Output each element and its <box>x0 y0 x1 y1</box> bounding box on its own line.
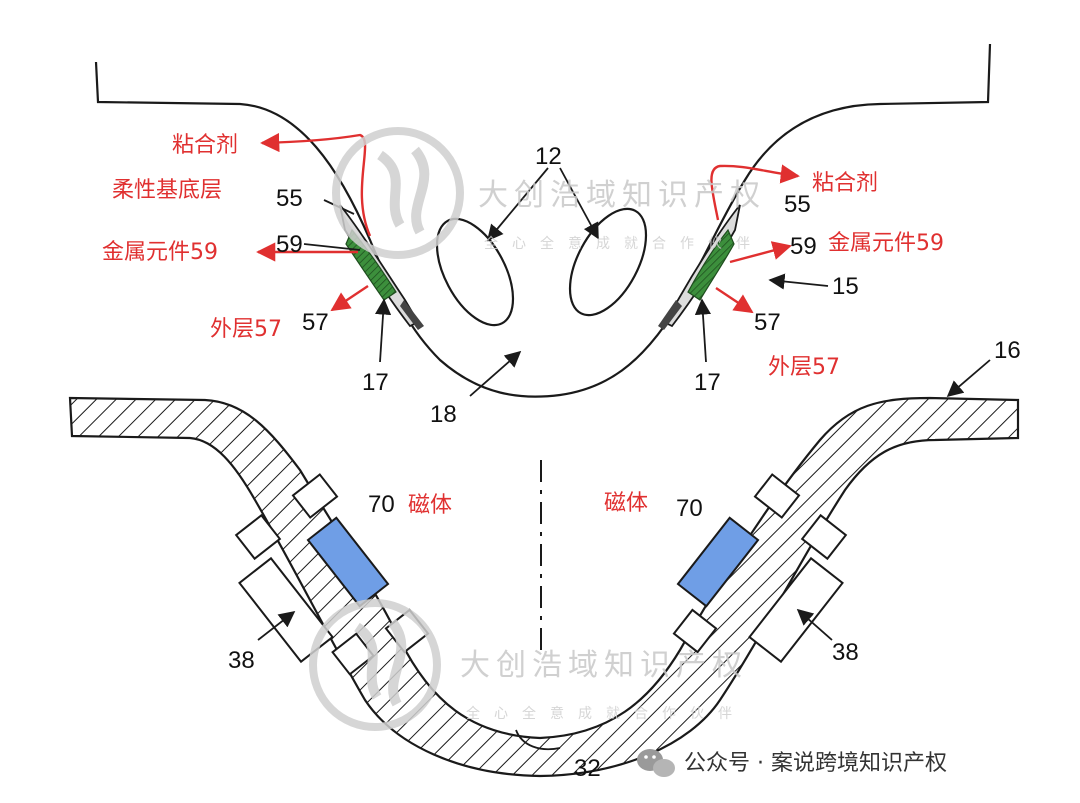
watermark-sub-bottom: 全心全意成就合作伙伴 <box>466 705 746 722</box>
annotation-metal-right: 金属元件59 <box>828 231 944 256</box>
label-55-left: 55 <box>276 185 303 212</box>
label-70-left: 70 <box>368 491 395 518</box>
label-57-left: 57 <box>302 309 329 336</box>
label-59-left: 59 <box>276 231 303 258</box>
annotation-adhesive-left: 粘合剂 <box>172 133 238 158</box>
annotation-outer-right: 外层57 <box>768 355 840 380</box>
chinese-annotations: 粘合剂 柔性基底层 金属元件59 外层57 粘合剂 金属元件59 外层57 磁体… <box>102 133 944 518</box>
red-callouts <box>256 132 800 314</box>
label-17-left: 17 <box>362 369 389 396</box>
label-16: 16 <box>994 337 1021 364</box>
watermark-main-bottom: 大创浩域知识产权 <box>460 648 748 683</box>
label-32: 32 <box>574 755 601 782</box>
footer-text: 公众号 · 案说跨境知识产权 <box>684 751 947 776</box>
annotation-metal-left: 金属元件59 <box>102 240 218 265</box>
watermark-bottom: 大创浩域知识产权 全心全意成就合作伙伴 <box>309 599 748 731</box>
label-57-right: 57 <box>754 309 781 336</box>
magnet-right <box>676 516 760 608</box>
right-layer-stack <box>658 204 741 330</box>
wechat-icon <box>637 749 675 777</box>
watermark-top: 大创浩域知识产权 全心全意成就合作伙伴 <box>332 127 766 259</box>
annotation-magnet-right: 磁体 <box>604 491 648 516</box>
label-70-right: 70 <box>676 495 703 522</box>
label-17-right: 17 <box>694 369 721 396</box>
watermark-sub-top: 全心全意成就合作伙伴 <box>484 235 764 252</box>
label-38-right: 38 <box>832 639 859 666</box>
annotation-flexible-substrate: 柔性基底层 <box>112 178 222 203</box>
label-59-right: 59 <box>790 233 817 260</box>
ear-right <box>568 207 648 317</box>
leader-lines <box>257 167 991 751</box>
label-15: 15 <box>832 273 859 300</box>
label-38-left: 38 <box>228 647 255 674</box>
label-55-right: 55 <box>784 191 811 218</box>
annotation-magnet-left: 磁体 <box>408 493 452 518</box>
ear-left <box>435 217 515 327</box>
right-clamp <box>672 473 848 664</box>
watermark-main-top: 大创浩域知识产权 <box>478 178 766 213</box>
annotation-outer-left: 外层57 <box>210 317 282 342</box>
upper-housing <box>94 43 992 398</box>
annotation-adhesive-right: 粘合剂 <box>812 171 878 196</box>
label-18: 18 <box>430 401 457 428</box>
magnet-left <box>306 516 390 608</box>
label-12: 12 <box>535 143 562 170</box>
left-layer-stack <box>339 204 424 330</box>
footer: 公众号 · 案说跨境知识产权 <box>637 749 947 777</box>
reference-numerals: 12 55 59 57 17 18 55 59 15 57 17 16 70 7… <box>228 143 1021 782</box>
